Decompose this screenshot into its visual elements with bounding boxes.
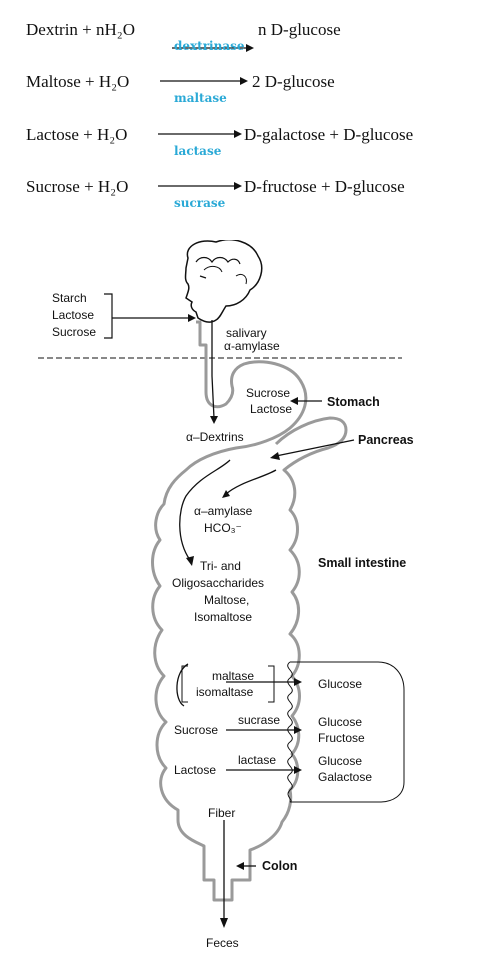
equation-maltose: Maltose + H₂O maltase 2 D-glucose <box>0 72 483 112</box>
oligos-line-2: Oligosaccharides <box>172 576 264 590</box>
digestion-diagram: Starch Lactose Sucrose salivary α-amylas… <box>38 240 414 950</box>
lactose-label: Lactose <box>174 763 216 777</box>
stomach-lactose-label: Lactose <box>250 402 292 416</box>
input-bracket <box>104 293 113 339</box>
oligos-line-1: Tri- and <box>200 559 241 573</box>
bicarbonate-label: HCO₃⁻ <box>204 521 242 535</box>
brush-border-box <box>290 661 405 803</box>
sucrose-input-label: Sucrose <box>52 325 96 339</box>
equation-lhs: Maltose + H₂O <box>26 72 130 91</box>
glucose-product-label-2: Glucose <box>318 715 362 729</box>
starch-label: Starch <box>52 291 87 305</box>
stomach-sucrose-label: Sucrose <box>246 386 290 400</box>
equation-lactose: Lactose + H₂O lactase D-galactose + D-gl… <box>0 125 483 165</box>
lactase-label: lactase <box>238 753 276 767</box>
brush-border-villi <box>287 661 293 803</box>
small-intestine-label: Small intestine <box>318 556 406 570</box>
maltase-label: maltase <box>212 669 254 683</box>
equation-lhs: Sucrose + H₂O <box>26 177 129 196</box>
brush-enzyme-bracket-left <box>181 665 188 703</box>
fructose-product-label: Fructose <box>318 731 365 745</box>
equation-rhs: 2 D-glucose <box>252 72 335 91</box>
fiber-label: Fiber <box>208 806 235 820</box>
sucrose-label: Sucrose <box>174 723 218 737</box>
equation-rhs: n D-glucose <box>258 20 341 39</box>
isomaltase-label: isomaltase <box>196 685 254 699</box>
reaction-arrow <box>172 44 254 52</box>
equation-lhs: Dextrin + nH₂O <box>26 20 135 39</box>
reaction-arrow <box>158 182 242 190</box>
sucrase-label: sucrase <box>238 713 280 727</box>
pancreas-label: Pancreas <box>358 433 414 447</box>
equation-sucrose: Sucrose + H₂O sucrase D-fructose + D-glu… <box>0 177 483 217</box>
equation-lhs: Lactose + H₂O <box>26 125 128 144</box>
equation-dextrin: Dextrin + nH₂O dextrinase n D-glucose <box>0 20 483 60</box>
galactose-product-label: Galactose <box>318 770 372 784</box>
brush-enzyme-bracket-right <box>268 665 275 703</box>
feces-label: Feces <box>206 936 239 950</box>
salivary-amylase-label: α-amylase <box>224 339 280 353</box>
alpha-dextrins-label: α–Dextrins <box>186 430 244 444</box>
equation-rhs: D-fructose + D-glucose <box>244 177 405 196</box>
oligos-line-3: Maltose, <box>204 593 249 607</box>
enzyme-label: lactase <box>174 144 222 158</box>
arrowheads <box>186 314 302 928</box>
equation-rhs: D-galactose + D-glucose <box>244 125 414 144</box>
reaction-arrow <box>160 77 248 85</box>
enzyme-label: sucrase <box>174 196 226 210</box>
stomach-label: Stomach <box>327 395 380 409</box>
glucose-product-label: Glucose <box>318 677 362 691</box>
enzyme-label: dextrinase <box>174 39 245 53</box>
glucose-product-label-3: Glucose <box>318 754 362 768</box>
enzyme-label: maltase <box>174 91 227 105</box>
flow-arrows <box>112 317 355 920</box>
lactose-input-label: Lactose <box>52 308 94 322</box>
reaction-arrow <box>158 130 242 138</box>
head-illustration <box>184 240 263 323</box>
pancreatic-amylase-label: α–amylase <box>194 504 253 518</box>
colon-label: Colon <box>262 859 297 873</box>
salivary-label: salivary <box>226 326 267 340</box>
oligos-line-4: Isomaltose <box>194 610 252 624</box>
gut-outline <box>151 320 348 902</box>
